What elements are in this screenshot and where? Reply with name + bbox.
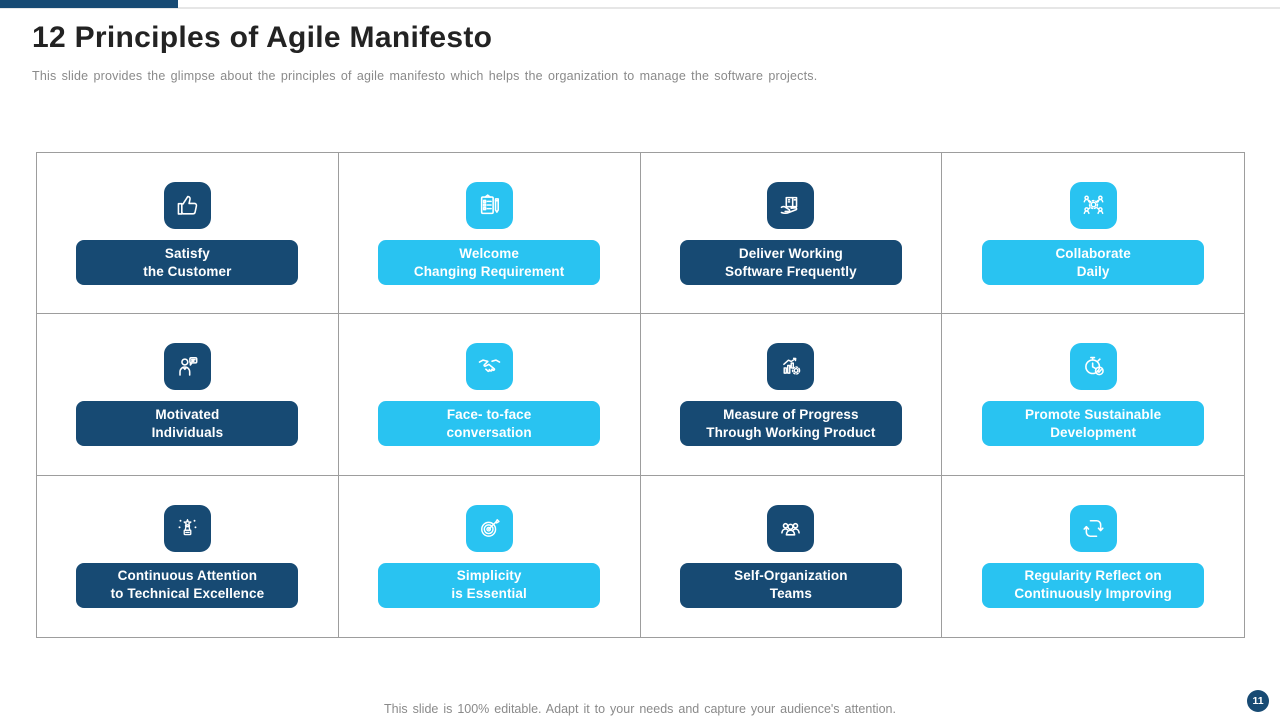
top-accent-bar xyxy=(0,0,178,8)
principle-label: Motivated Individuals xyxy=(76,401,299,447)
trophy-star-icon xyxy=(163,504,211,552)
principle-cell-deliver-software: Deliver Working Software Frequently xyxy=(640,153,943,315)
principle-line2: Changing Requirement xyxy=(413,263,565,279)
principle-label: Collaborate Daily xyxy=(982,240,1205,285)
principle-cell-face-to-face: Face- to-face conversation xyxy=(338,314,641,476)
principle-line2: Software Frequently xyxy=(725,263,857,279)
principle-line1: Welcome xyxy=(459,245,519,261)
principle-cell-welcome-change: Welcome Changing Requirement xyxy=(338,153,641,315)
principle-cell-technical-excellence: Continuous Attention to Technical Excell… xyxy=(37,475,339,637)
principle-line1: Collaborate xyxy=(1055,245,1131,261)
principle-cell-self-organization: Self-Organization Teams xyxy=(641,475,943,637)
principle-cell-measure-progress: Measure of Progress Through Working Prod… xyxy=(640,314,943,476)
hand-delivery-box-icon xyxy=(767,182,815,229)
principle-line1: Measure of Progress xyxy=(723,406,859,422)
progress-chart-gear-icon xyxy=(767,343,815,391)
principle-cell-simplicity: Simplicity is Essential xyxy=(339,475,641,637)
principle-line1: Simplicity xyxy=(456,568,522,584)
principle-line1: Motivated xyxy=(155,406,220,422)
principle-label: Regularity Reflect on Continuously Impro… xyxy=(982,562,1205,608)
page-title: 12 Principles of Agile Manifesto xyxy=(32,21,493,54)
principle-line1: Continuous Attention xyxy=(117,568,258,584)
page-number-badge: 11 xyxy=(1247,690,1269,712)
principle-line2: Teams xyxy=(769,586,813,602)
target-arrow-icon xyxy=(465,504,513,552)
principle-line1: Face- to-face xyxy=(446,406,532,422)
principle-line2: to Technical Excellence xyxy=(110,586,265,602)
page-subtitle: This slide provides the glimpse about th… xyxy=(32,69,818,83)
clipboard-checklist-icon xyxy=(465,182,513,229)
principle-line2: Daily xyxy=(1076,263,1110,279)
footer-note: This slide is 100% editable. Adapt it to… xyxy=(384,702,896,716)
principle-line1: Self-Organization xyxy=(734,568,848,584)
top-divider-rule xyxy=(0,7,1280,9)
principle-label: Continuous Attention to Technical Excell… xyxy=(76,562,299,608)
thumbs-up-icon xyxy=(163,182,211,229)
principle-line1: Deliver Working xyxy=(738,245,843,261)
principle-cell-motivated-individuals: Motivated Individuals xyxy=(37,314,339,476)
principle-line2: is Essential xyxy=(451,586,527,602)
principle-label: Face- to-face conversation xyxy=(378,401,601,447)
principle-label: Simplicity is Essential xyxy=(378,562,601,608)
principle-line2: conversation xyxy=(446,424,532,440)
principle-cell-collaborate-daily: Collaborate Daily xyxy=(942,153,1244,315)
principle-line1: Promote Sustainable xyxy=(1025,406,1162,422)
principle-label: Measure of Progress Through Working Prod… xyxy=(679,401,902,447)
refresh-cycle-icon xyxy=(1069,504,1117,552)
principle-line2: Through Working Product xyxy=(706,424,876,440)
principle-cell-sustainable-development: Promote Sustainable Development xyxy=(942,314,1244,476)
principle-label: Promote Sustainable Development xyxy=(982,401,1205,447)
principle-line2: Development xyxy=(1050,424,1137,440)
principle-cell-satisfy-customer: Satisfy the Customer xyxy=(37,153,339,315)
principle-label: Self-Organization Teams xyxy=(679,562,902,608)
principles-grid: Satisfy the Customer Welcome Changing Re… xyxy=(36,152,1245,638)
principle-label: Satisfy the Customer xyxy=(76,240,299,285)
principle-label: Deliver Working Software Frequently xyxy=(679,240,902,285)
handshake-icon xyxy=(465,343,513,391)
principle-cell-regularity-reflect: Regularity Reflect on Continuously Impro… xyxy=(942,476,1244,637)
principle-line1: Regularity Reflect on xyxy=(1024,568,1162,584)
principle-line1: Satisfy xyxy=(164,245,210,261)
team-group-icon xyxy=(767,504,815,552)
principle-label: Welcome Changing Requirement xyxy=(378,240,601,285)
stopwatch-check-icon xyxy=(1069,343,1117,391)
principle-line2: the Customer xyxy=(143,263,232,279)
person-speech-bubble-icon xyxy=(163,343,211,391)
principle-line2: Continuously Improving xyxy=(1014,586,1172,602)
team-network-gear-icon xyxy=(1069,182,1117,229)
principle-line2: Individuals xyxy=(151,424,224,440)
